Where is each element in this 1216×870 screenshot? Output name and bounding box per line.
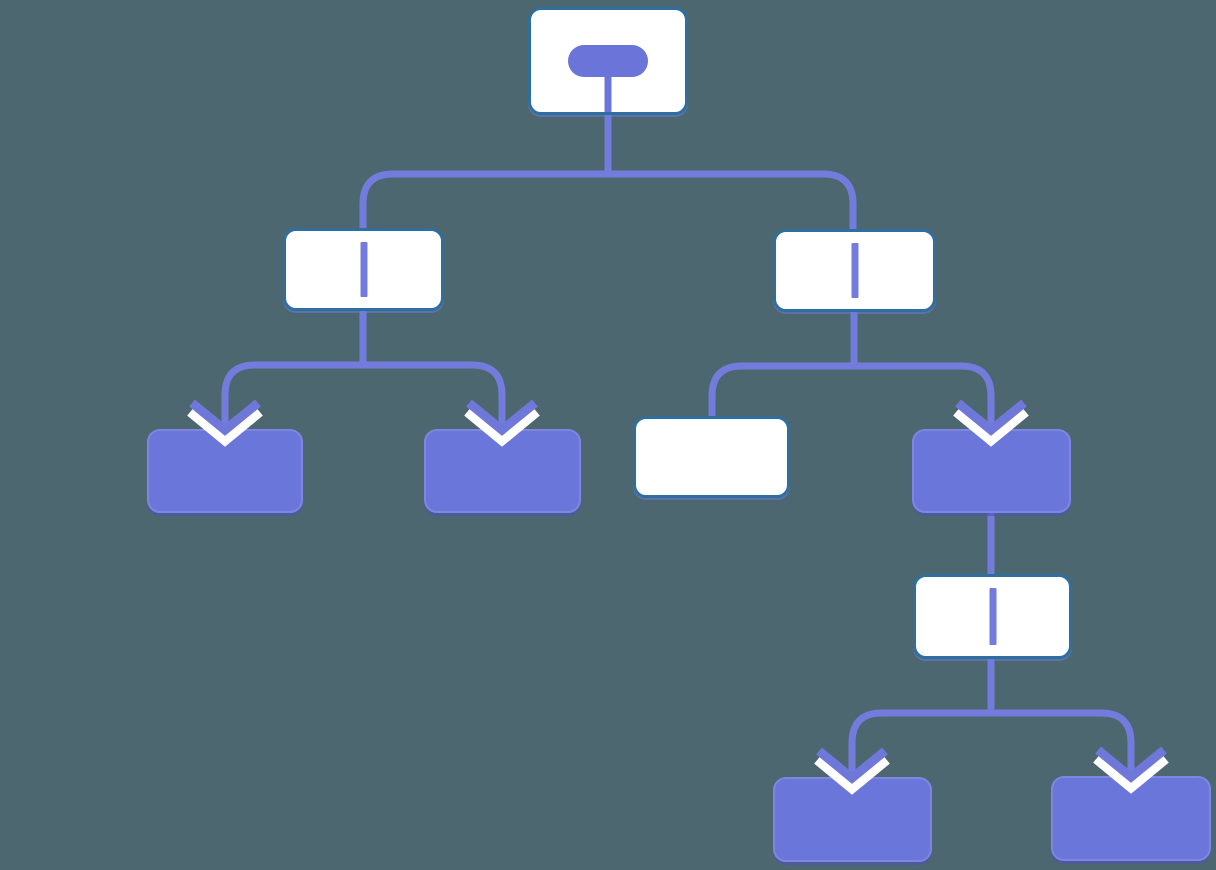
chevron-down-icon — [466, 399, 538, 436]
node-pass-through-line — [989, 588, 996, 645]
connector-edge — [221, 309, 506, 417]
connector-edge — [359, 113, 857, 235]
node-leaf-bottom-1[interactable] — [773, 777, 932, 862]
chevron-down-icon — [189, 399, 261, 436]
connector-edge — [848, 658, 1135, 765]
node-leaf-bottom-2[interactable] — [1051, 776, 1211, 861]
node-leaf-left-2[interactable] — [424, 429, 581, 513]
chevron-down-icon — [955, 399, 1027, 436]
chevron-down-icon — [1095, 746, 1167, 783]
node-child-right-1[interactable] — [633, 416, 790, 498]
node-branch-right[interactable] — [773, 229, 936, 312]
node-leaf-left-1[interactable] — [147, 429, 303, 513]
node-pass-through-line — [360, 242, 367, 297]
node-branch-right-sub[interactable] — [913, 574, 1072, 659]
node-child-right-2[interactable] — [912, 429, 1071, 513]
root-pill-stem — [604, 74, 612, 112]
node-branch-left[interactable] — [283, 228, 444, 311]
connector-edge — [708, 310, 995, 420]
root-pill-icon — [568, 45, 648, 77]
chevron-down-icon — [816, 747, 888, 784]
node-pass-through-line — [851, 243, 858, 298]
node-root[interactable] — [528, 7, 688, 115]
